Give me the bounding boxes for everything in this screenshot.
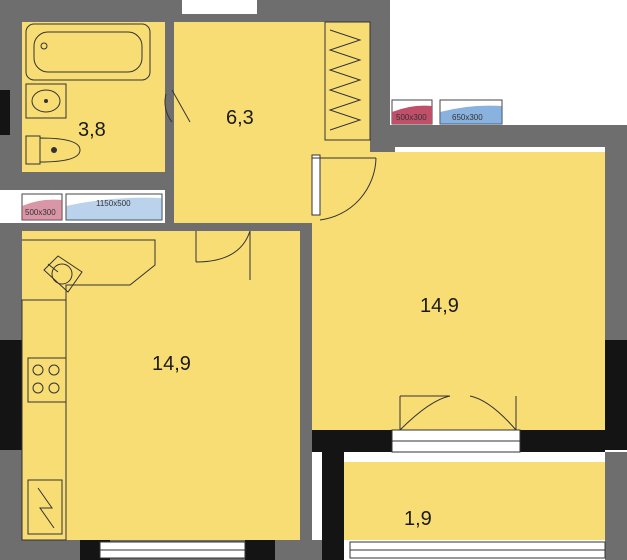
window-left: [0, 190, 22, 223]
wall-dark-balcony-left: [312, 430, 392, 452]
wall-dark-balcony-side: [322, 452, 344, 560]
wall-kitchen-living: [300, 225, 312, 560]
wall-dark-left-top: [0, 90, 10, 135]
radiator-left-1: 500x300: [21, 193, 63, 221]
area-label-living-room: 14,9: [420, 295, 459, 317]
svg-text:500x300: 500x300: [25, 208, 56, 217]
svg-text:650x300: 650x300: [452, 113, 483, 122]
wardrobe-icon: [324, 21, 371, 141]
room-balcony: [344, 462, 605, 540]
wall-left: [0, 0, 22, 560]
radiator-top-right: 650x300: [439, 99, 503, 125]
window-icon: [349, 541, 606, 559]
svg-text:1150x500: 1150x500: [96, 199, 131, 208]
area-label-balcony: 1,9: [404, 508, 432, 530]
window-icon: [99, 541, 246, 559]
wall-dark-right: [605, 340, 627, 450]
kitchen-sink-icon: [43, 255, 83, 293]
kitchen-counter: [21, 239, 156, 541]
svg-text:500x300: 500x300: [396, 113, 427, 122]
room-kitchen: [22, 231, 300, 540]
wall-right: [605, 125, 627, 390]
wall-dark-balcony-right: [520, 430, 605, 452]
toilet-icon: [25, 135, 81, 165]
room-living: [312, 152, 605, 430]
wall-top-right-corner: [370, 0, 390, 145]
wall-right-top: [390, 125, 627, 147]
wall-bath-hall: [165, 22, 174, 232]
door-icon: [399, 395, 517, 431]
bathtub-icon: [25, 23, 151, 81]
window-icon: [391, 429, 521, 453]
window-top: [182, 0, 257, 14]
sink-icon: [25, 83, 67, 119]
stove-icon: [27, 357, 67, 403]
area-label-hallway: 6,3: [226, 107, 254, 129]
radiator-top-left: 500x300: [391, 99, 433, 125]
door-icon: [164, 89, 191, 123]
wall-bath-bottom: [22, 172, 174, 190]
area-label-kitchen: 14,9: [152, 353, 191, 375]
wall-dark-left: [0, 340, 22, 450]
wall-dark-bottom-2: [245, 540, 275, 560]
wall-balcony-right: [605, 452, 627, 560]
door-icon: [312, 157, 377, 221]
radiator-left-2: 1150x500: [65, 193, 163, 221]
area-label-bathroom: 3,8: [78, 119, 106, 141]
door-icon: [195, 230, 251, 280]
ventilation-shaft-icon: [27, 479, 63, 535]
window-icon: [311, 154, 321, 216]
